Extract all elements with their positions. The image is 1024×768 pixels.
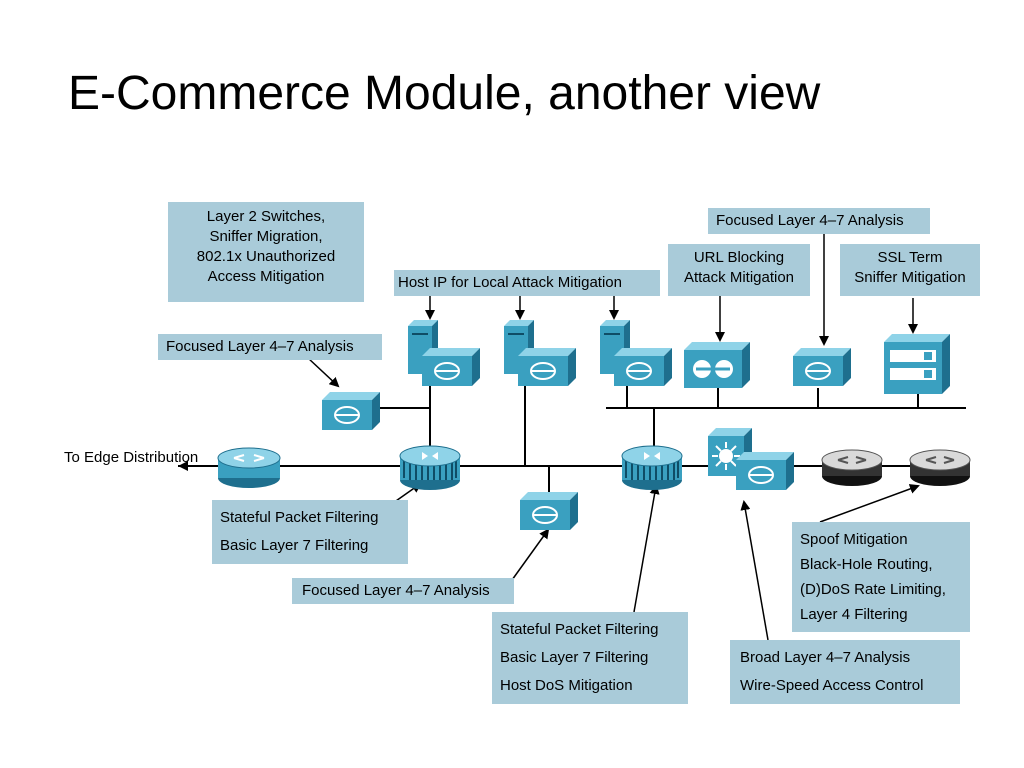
- broad-label: Broad Layer 4–7 Analysis Wire-Speed Acce…: [730, 640, 960, 704]
- stateful-left-line: Basic Layer 7 Filtering: [220, 537, 369, 554]
- stateful-center-line: Basic Layer 7 Filtering: [500, 649, 649, 666]
- focused-left-arrow: [307, 357, 340, 388]
- stateful-center-line: Stateful Packet Filtering: [500, 621, 659, 638]
- spoof-label: Spoof Mitigation Black-Hole Routing, (D)…: [792, 522, 970, 632]
- broad-line: Broad Layer 4–7 Analysis: [740, 649, 911, 666]
- to-edge-label: To Edge Distribution: [64, 448, 198, 468]
- focused-bottom-label: Focused Layer 4–7 Analysis: [292, 578, 514, 604]
- focused-bottom-arrow: [511, 528, 550, 581]
- url-blocking-line: URL Blocking: [693, 249, 785, 266]
- firewall-icon: [621, 445, 683, 490]
- ids-sensor-icon: [520, 492, 578, 530]
- ids-sensor-icon: [793, 348, 851, 386]
- layer2-line: Layer 2 Switches,: [206, 208, 326, 225]
- spoof-line: Spoof Mitigation: [800, 531, 908, 548]
- focused-top-right-label: Focused Layer 4–7 Analysis: [708, 208, 930, 234]
- focused-left-label: Focused Layer 4–7 Analysis: [158, 334, 382, 360]
- host-ip-label: Host IP for Local Attack Mitigation: [394, 270, 660, 296]
- to-edge-line: Distribution: [123, 449, 199, 466]
- ssl-term-line: SSL Term: [877, 249, 943, 266]
- firewall-icon: [399, 445, 461, 490]
- edge-router-icon: [821, 449, 883, 486]
- stateful-center-arrow: [633, 484, 660, 613]
- url-blocking-label: URL Blocking Attack Mitigation: [668, 244, 810, 296]
- ssl-term-line: Sniffer Mitigation: [854, 269, 966, 286]
- url-blocking-line: Attack Mitigation: [683, 269, 795, 286]
- spoof-arrow: [819, 484, 920, 523]
- ssl-term-label: SSL Term Sniffer Mitigation: [840, 244, 980, 296]
- edge-router-icon: [909, 449, 971, 486]
- layer2-line: Access Mitigation: [207, 268, 325, 285]
- switch-icon: [708, 428, 794, 490]
- ids-sensor-icon: [322, 392, 380, 430]
- ssl-appliance-icon: [884, 334, 950, 394]
- server-icon: [408, 320, 480, 386]
- slide-title: E-Commerce Module, another view: [68, 67, 821, 120]
- broad-arrow: [740, 500, 769, 641]
- content-engine-icon: [684, 342, 750, 388]
- server-icon: [504, 320, 576, 386]
- layer2-line: Sniffer Migration,: [209, 228, 323, 245]
- spoof-line: (D)DoS Rate Limiting,: [800, 581, 946, 598]
- broad-line: Wire-Speed Access Control: [740, 677, 924, 694]
- spoof-line: Black-Hole Routing,: [800, 556, 933, 573]
- router-icon: [217, 447, 281, 488]
- stateful-center-label: Stateful Packet Filtering Basic Layer 7 …: [492, 612, 688, 704]
- stateful-left-line: Stateful Packet Filtering: [220, 509, 379, 526]
- layer2-line: 802.1x Unauthorized: [196, 248, 336, 265]
- server-icon: [600, 320, 672, 386]
- spoof-line: Layer 4 Filtering: [800, 606, 908, 623]
- to-edge-line: To Edge: [64, 449, 120, 466]
- stateful-center-line: Host DoS Mitigation: [500, 677, 633, 694]
- stateful-left-label: Stateful Packet Filtering Basic Layer 7 …: [212, 500, 408, 564]
- layer2-label: Layer 2 Switches, Sniffer Migration, 802…: [168, 202, 364, 302]
